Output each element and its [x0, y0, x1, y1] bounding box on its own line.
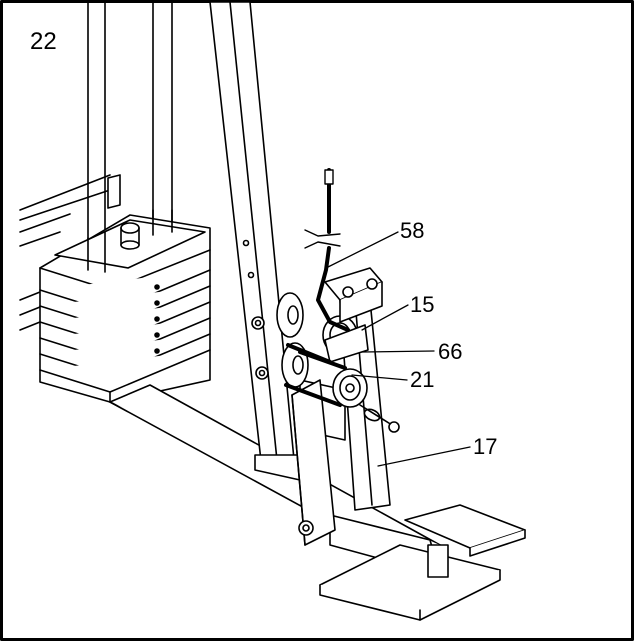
- part-label-58: 58: [400, 220, 424, 242]
- step-number: 22: [30, 30, 57, 54]
- part-label-66: 66: [438, 341, 462, 363]
- part-label-17: 17: [473, 436, 497, 458]
- weight-stack: [40, 210, 210, 402]
- part-label-15: 15: [410, 294, 434, 316]
- main-upright: [210, 2, 300, 480]
- part-label-21: 21: [410, 369, 434, 391]
